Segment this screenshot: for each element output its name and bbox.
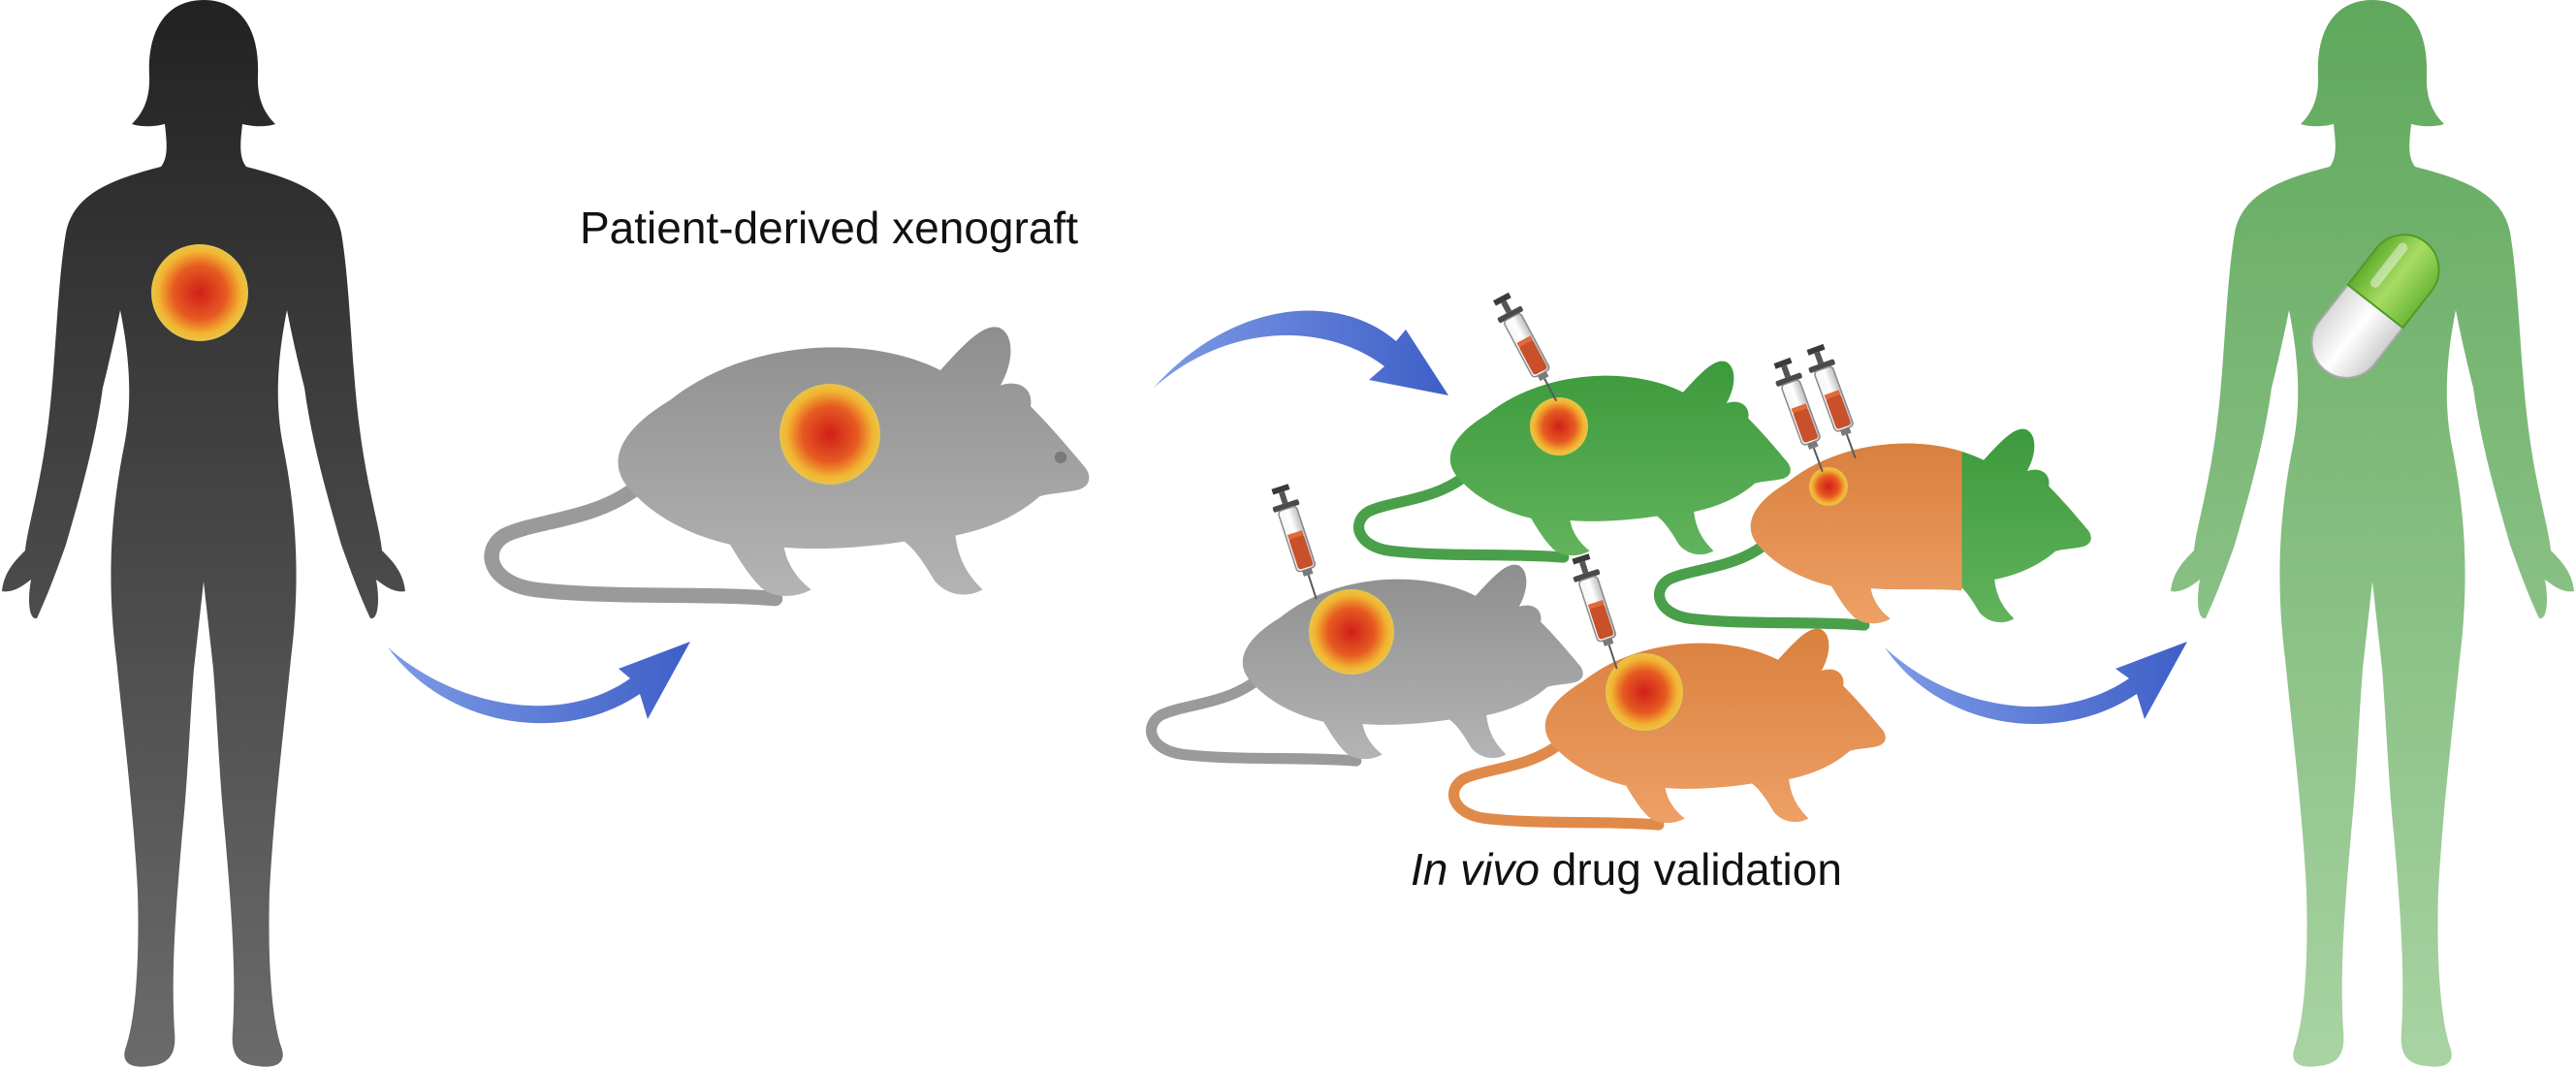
syringe-icon [1265, 481, 1331, 605]
tumor-icon [1309, 589, 1394, 675]
tumor-icon [1530, 397, 1588, 456]
patient-tumor [151, 244, 248, 341]
curved-arrow-icon [1154, 310, 1448, 395]
syringe-icon [1566, 550, 1632, 675]
validation-caption-italic: In vivo [1411, 844, 1540, 895]
validation-caption: In vivo drug validation [1411, 843, 1842, 896]
curved-arrow-icon [388, 642, 690, 724]
validation-caption-rest: drug validation [1539, 844, 1842, 895]
capsule-icon [2310, 234, 2440, 379]
tumor-icon [1606, 653, 1683, 731]
tumor-icon [1809, 467, 1848, 506]
pdx-tumor [779, 384, 880, 485]
patient-silhouette-green [2171, 0, 2574, 1067]
patient-silhouette-dark [2, 0, 405, 1067]
treated-mouse-green-orange [1660, 428, 2091, 625]
pdx-caption: Patient-derived xenograft [580, 203, 1078, 253]
curved-arrow-icon [1885, 642, 2187, 725]
pdx-mouse [492, 327, 1090, 598]
